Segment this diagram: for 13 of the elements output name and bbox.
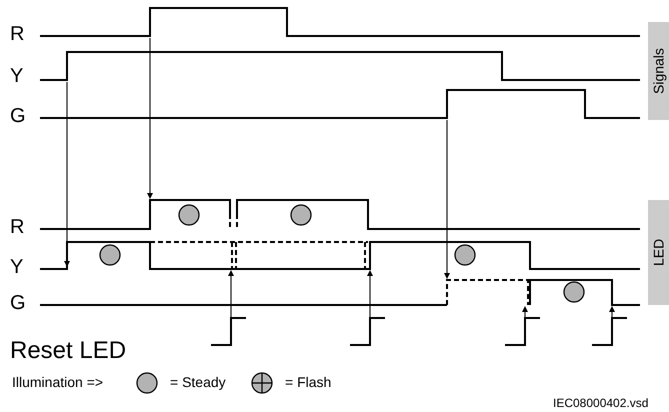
signal-label: Y [10,66,24,86]
led-label: R [10,217,24,237]
section-tab: LED [648,200,669,305]
led-label: G [10,293,26,313]
legend-title: Illumination => [12,375,104,389]
section-tab: Signals [648,22,669,120]
signal-label: G [10,106,26,126]
legend-text: = Steady [170,375,226,389]
drawing-id: IEC08000402.vsd [553,397,648,409]
signal-label: R [10,24,24,44]
input-label: Reset LED [10,339,126,363]
led-label: Y [10,257,24,277]
legend-text: = Flash [285,375,332,389]
